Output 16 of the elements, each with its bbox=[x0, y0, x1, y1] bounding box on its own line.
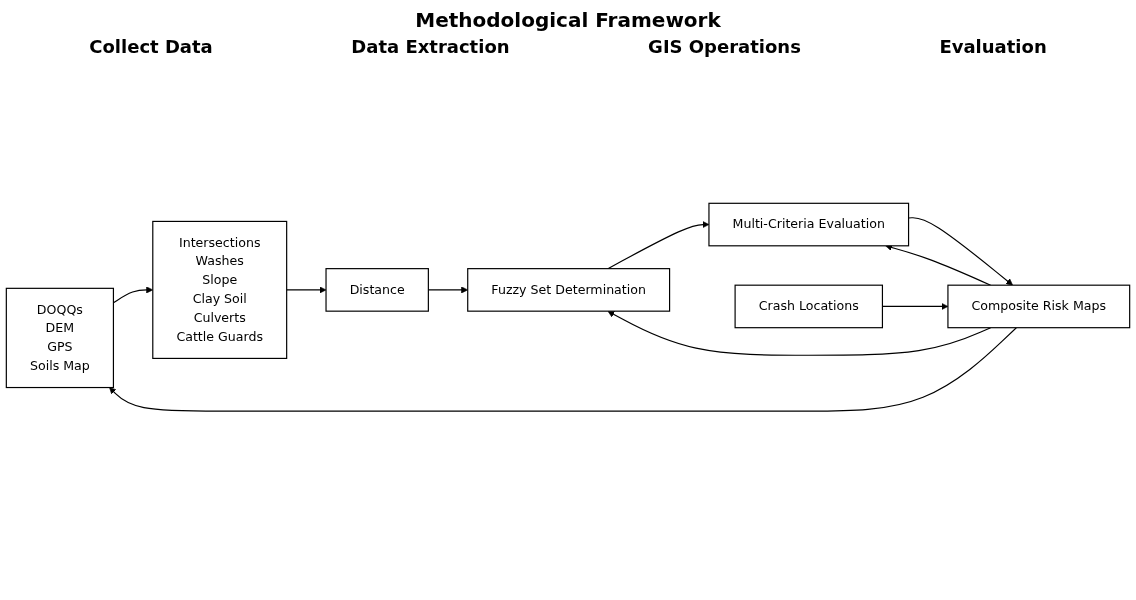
node-box: Fuzzy Set Determination bbox=[467, 267, 671, 312]
diagram-title: Methodological Framework bbox=[414, 8, 722, 32]
node-box: Crash Locations bbox=[734, 284, 883, 329]
column-heading: Data Extraction bbox=[351, 36, 510, 57]
column-heading: Collect Data bbox=[89, 36, 213, 57]
node-box: DOQQs DEM GPS Soils Map bbox=[5, 287, 115, 388]
column-heading: GIS Operations bbox=[648, 36, 801, 57]
arrow bbox=[908, 216, 1013, 286]
arrow bbox=[286, 286, 327, 294]
column-heading: Evaluation bbox=[939, 36, 1047, 57]
node-box: Distance bbox=[325, 267, 429, 312]
arrow bbox=[109, 326, 1017, 412]
node-box: Multi-Criteria Evaluation bbox=[708, 202, 910, 247]
arrow bbox=[607, 310, 992, 356]
node-box: Composite Risk Maps bbox=[947, 284, 1131, 329]
node-box: Intersections Washes Slope Clay Soil Culverts Cattle Guards bbox=[152, 220, 288, 359]
